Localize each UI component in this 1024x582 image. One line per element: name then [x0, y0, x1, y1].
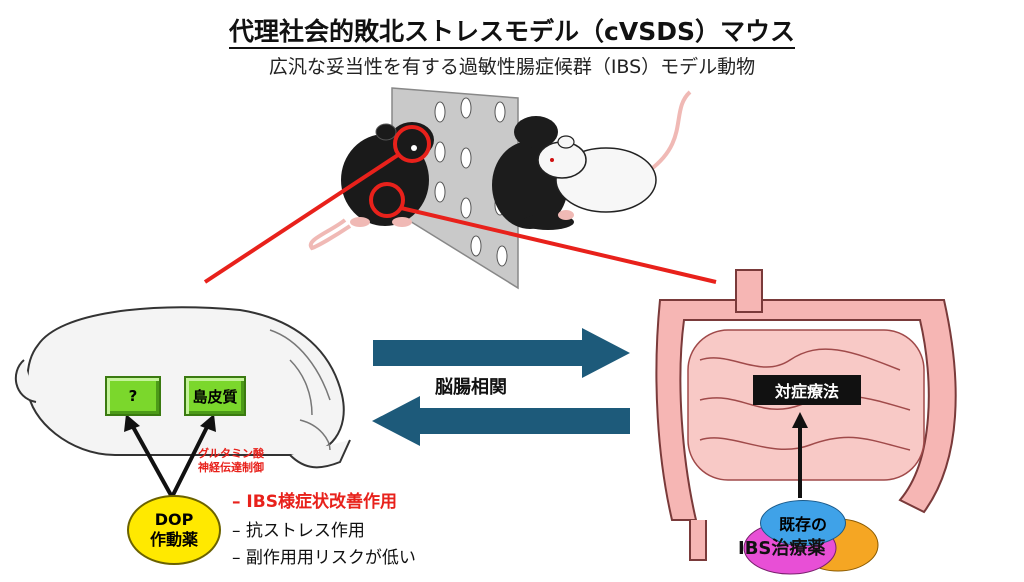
gut-to-brain-arrow: [372, 396, 630, 446]
drug-to-symptom-arrow: [792, 412, 808, 498]
effect-anti-stress: – 抗ストレス作用: [232, 521, 365, 541]
existing-drug-line1: 既存の: [778, 515, 827, 534]
highlight-gut-circle: [369, 182, 405, 218]
intestine-illustration: [655, 269, 957, 561]
highlight-brain-circle: [393, 125, 431, 163]
symptomatic-treatment-label: 対症療法: [753, 375, 861, 405]
aggressor-white-mouse: [537, 90, 692, 213]
unknown-region-box: ?: [105, 376, 161, 416]
dop-target-arrows: [124, 414, 216, 498]
brain-connector-line: [203, 153, 400, 284]
existing-ibs-drug-label: IBS治療薬: [738, 538, 826, 559]
brain-illustration: [15, 306, 351, 469]
gut-brain-axis-label: 脳腸相関: [435, 377, 507, 398]
page-title-text: 代理社会的敗北ストレスモデル（cVSDS）マウス: [229, 17, 795, 49]
existing-drug-blue-pill: 既存の: [760, 500, 846, 546]
page-subtitle: 広汎な妥当性を有する過敏性腸症候群（IBS）モデル動物: [268, 56, 756, 78]
effect-ibs-improvement: – IBS様症状改善作用: [232, 492, 397, 512]
dop-line1: DOP: [154, 510, 194, 529]
observer-mouse: [308, 122, 434, 251]
glutamate-pathway-label: グルタミン酸 神経伝達制御: [198, 447, 264, 475]
insular-cortex-box: 島皮質: [184, 376, 246, 416]
neurotransmission-line: 神経伝達制御: [198, 461, 264, 474]
dop-agonist-badge: DOP 作動薬: [127, 495, 221, 565]
glutamate-line: グルタミン酸: [198, 447, 264, 460]
effect-low-side-effect: – 副作用用リスクが低い: [232, 548, 416, 568]
dop-line2: 作動薬: [149, 530, 198, 549]
gut-connector-line: [400, 206, 717, 284]
brain-to-gut-arrow: [373, 328, 630, 378]
page-title: 代理社会的敗北ストレスモデル（cVSDS）マウス: [0, 12, 1024, 49]
